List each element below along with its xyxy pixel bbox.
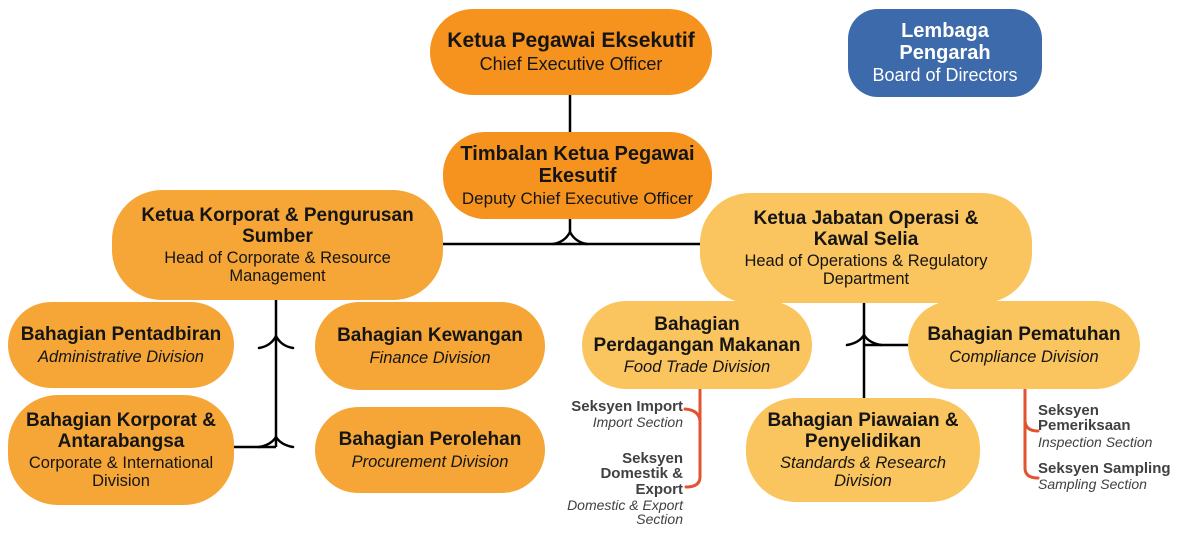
node-deputy-subtitle: Deputy Chief Executive Officer — [461, 188, 694, 208]
section-connector-compliance — [1023, 382, 1040, 480]
node-ceo-title: Ketua Pegawai Eksekutif — [447, 29, 695, 53]
node-standards-subtitle: Standards & Research Division — [779, 454, 946, 491]
junction-fork-icon — [257, 333, 295, 350]
node-corporate-intl-subtitle: Corporate & International Division — [28, 454, 214, 491]
section-import: Seksyen Import Import Section — [553, 399, 683, 430]
junction-fork-icon — [257, 434, 295, 449]
node-procurement-subtitle: Procurement Division — [351, 452, 509, 471]
junction-fork-icon — [551, 229, 589, 246]
section-sampling-title: Seksyen Sampling — [1038, 460, 1171, 477]
section-connector-food-trade — [684, 384, 702, 489]
node-deputy-title: Timbalan Ketua Pegawai Ekesutif — [460, 142, 695, 188]
node-food-trade-subtitle: Food Trade Division — [623, 358, 771, 377]
node-compliance-title: Bahagian Pematuhan — [927, 324, 1121, 346]
node-operations-head-subtitle: Head of Operations & Regulatory Departme… — [744, 252, 988, 289]
section-inspection-title: Seksyen Pemeriksaan — [1038, 402, 1131, 435]
section-import-subtitle: Import Section — [592, 414, 683, 431]
node-ceo: Ketua Pegawai Eksekutif Chief Executive … — [430, 9, 712, 95]
node-standards-title: Bahagian Piawaian & Penyelidikan — [767, 409, 959, 452]
node-admin-subtitle: Administrative Division — [38, 347, 204, 366]
node-board-of-directors: Lembaga Pengarah Board of Directors — [848, 9, 1042, 97]
section-domestic-export: Seksyen Domestik & Export Domestic & Exp… — [553, 451, 683, 526]
section-inspection: Seksyen Pemeriksaan Inspection Section — [1038, 403, 1188, 449]
node-board-subtitle: Board of Directors — [872, 65, 1018, 86]
node-corporate-head-title: Ketua Korporat & Pengurusan Sumber — [141, 204, 414, 247]
section-import-title: Seksyen Import — [571, 398, 683, 415]
section-domestic-export-subtitle: Domestic & Export Section — [567, 496, 683, 528]
node-compliance-division: Bahagian Pematuhan Compliance Division — [908, 301, 1140, 389]
section-sampling: Seksyen Sampling Sampling Section — [1038, 461, 1188, 492]
node-food-trade-division: Bahagian Perdagangan Makanan Food Trade … — [582, 301, 812, 389]
node-procurement-division: Bahagian Perolehan Procurement Division — [315, 407, 545, 493]
node-corporate-head-subtitle: Head of Corporate & Resource Management — [164, 249, 391, 286]
node-finance-title: Bahagian Kewangan — [337, 325, 523, 347]
section-connector-inspection-hook — [1023, 418, 1040, 433]
section-inspection-subtitle: Inspection Section — [1038, 433, 1153, 450]
node-corporate-intl-title: Bahagian Korporat & Antarabangsa — [25, 409, 217, 452]
node-board-title: Lembaga Pengarah — [899, 19, 991, 65]
node-admin-title: Bahagian Pentadbiran — [20, 324, 222, 346]
node-deputy-ceo: Timbalan Ketua Pegawai Ekesutif Deputy C… — [443, 132, 712, 219]
node-procurement-title: Bahagian Perolehan — [338, 429, 522, 451]
node-ceo-subtitle: Chief Executive Officer — [479, 53, 663, 74]
node-corporate-head: Ketua Korporat & Pengurusan Sumber Head … — [112, 190, 443, 300]
node-operations-head: Ketua Jabatan Operasi & Kawal Selia Head… — [700, 193, 1032, 303]
node-finance-subtitle: Finance Division — [369, 348, 491, 367]
section-connector-import-hook — [683, 407, 702, 423]
junction-fork-icon — [845, 332, 883, 347]
section-domestic-export-title: Seksyen Domestik & Export — [600, 450, 683, 498]
node-standards-division: Bahagian Piawaian & Penyelidikan Standar… — [746, 398, 980, 502]
node-corporate-intl-division: Bahagian Korporat & Antarabangsa Corpora… — [8, 395, 234, 505]
node-compliance-subtitle: Compliance Division — [949, 347, 1099, 366]
node-finance-division: Bahagian Kewangan Finance Division — [315, 302, 545, 390]
section-sampling-subtitle: Sampling Section — [1038, 476, 1147, 493]
node-admin-division: Bahagian Pentadbiran Administrative Divi… — [8, 302, 234, 388]
node-operations-head-title: Ketua Jabatan Operasi & Kawal Selia — [753, 207, 979, 250]
node-food-trade-title: Bahagian Perdagangan Makanan — [593, 313, 801, 356]
